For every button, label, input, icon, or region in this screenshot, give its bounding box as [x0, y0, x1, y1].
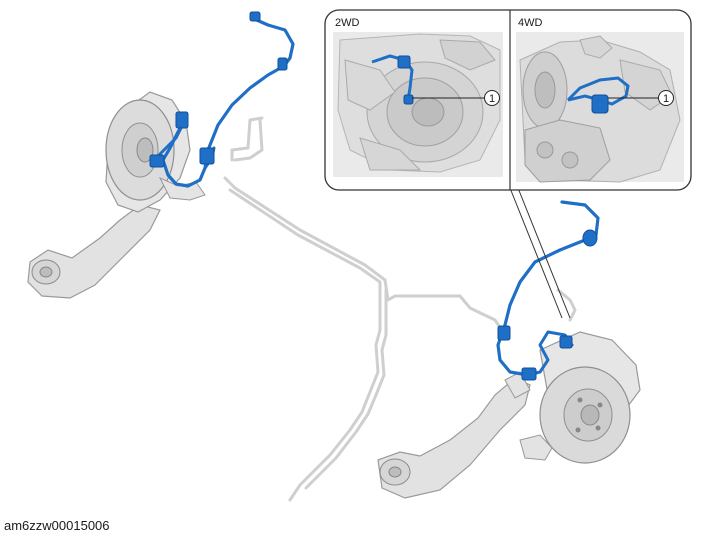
inset-2wd-view: 1 2WD [333, 17, 503, 177]
sensor-connector-icon [249, 11, 261, 22]
left-harness-clips [149, 11, 288, 168]
callout-1-2wd: 1 [489, 93, 495, 105]
right-harness-clips [497, 229, 598, 381]
right-knuckle-assembly [377, 331, 641, 499]
right-sensor-harness [496, 200, 600, 377]
brake-pipes [223, 116, 577, 502]
label-4wd: 4WD [518, 17, 543, 29]
inset-leader-lines [509, 187, 571, 319]
inset-4wd-view: 1 4WD [516, 17, 684, 183]
figure-code: am6zzw00015006 [4, 518, 110, 533]
left-trailing-arm [27, 204, 161, 299]
left-knuckle-assembly [27, 91, 206, 299]
callout-1-4wd: 1 [663, 93, 669, 105]
right-trailing-arm [377, 377, 531, 499]
label-2wd: 2WD [335, 17, 360, 29]
detail-inset: 1 2WD 1 4WD [324, 9, 692, 191]
